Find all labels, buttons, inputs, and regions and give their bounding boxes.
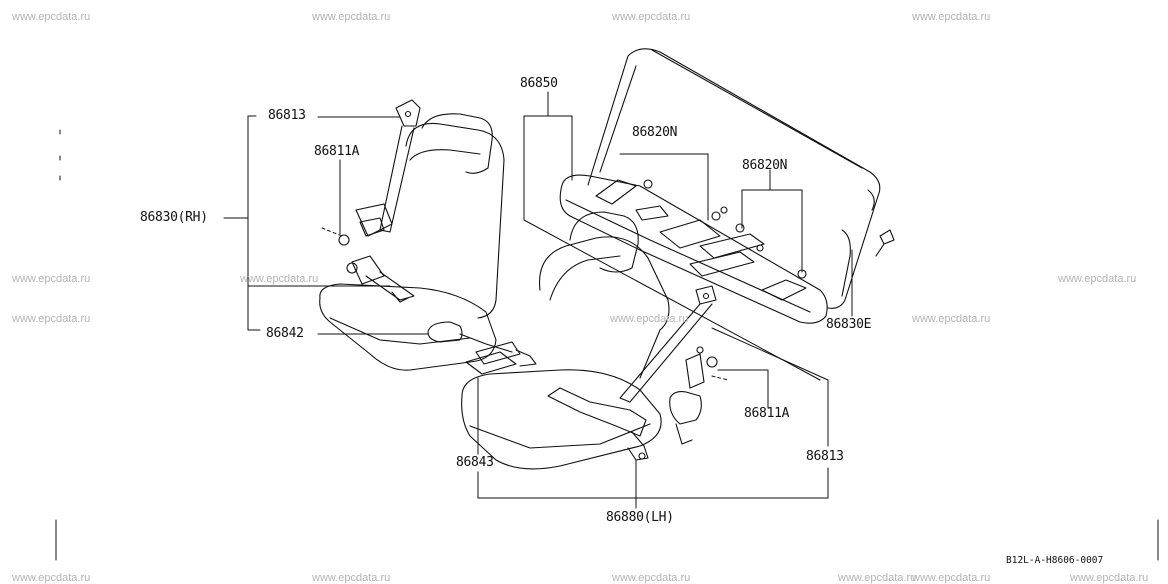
watermark: www.epcdata.ru: [838, 572, 917, 584]
part-label-86850[interactable]: 86850: [520, 76, 558, 91]
watermark: www.epcdata.ru: [1070, 572, 1149, 584]
part-label-86811a-bottom[interactable]: 86811A: [744, 406, 790, 421]
watermark: www.epcdata.ru: [912, 313, 991, 325]
lh-seat-belt-assembly: [548, 286, 717, 460]
watermark: www.epcdata.ru: [312, 572, 391, 584]
watermark: www.epcdata.ru: [12, 273, 91, 285]
part-label-86843[interactable]: 86843: [456, 455, 494, 470]
part-label-86830-rh[interactable]: 86830(RH): [140, 210, 208, 225]
part-label-86842[interactable]: 86842: [266, 326, 304, 341]
watermark: www.epcdata.ru: [912, 11, 991, 23]
watermark: www.epcdata.ru: [12, 313, 91, 325]
drawing-code: B12L-A-H8606-0007: [1006, 555, 1104, 566]
part-label-86880-lh[interactable]: 86880(LH): [606, 510, 674, 525]
part-label-86820n-1[interactable]: 86820N: [632, 125, 678, 140]
front-lh-seat: [462, 212, 669, 469]
watermark: www.epcdata.ru: [312, 11, 391, 23]
part-label-86820n-2[interactable]: 86820N: [742, 158, 788, 173]
watermark: www.epcdata.ru: [1058, 273, 1137, 285]
margin-ticks: [56, 130, 1158, 560]
watermark: www.epcdata.ru: [610, 313, 689, 325]
leader-lines: [224, 92, 852, 508]
part-label-86830e[interactable]: 86830E: [826, 317, 872, 332]
part-label-86813-top[interactable]: 86813: [268, 108, 306, 123]
watermark: www.epcdata.ru: [912, 572, 991, 584]
part-label-86811a-top[interactable]: 86811A: [314, 144, 360, 159]
part-label-86813-bottom[interactable]: 86813: [806, 449, 844, 464]
watermark: www.epcdata.ru: [612, 572, 691, 584]
watermark: www.epcdata.ru: [240, 273, 319, 285]
watermark: www.epcdata.ru: [612, 11, 691, 23]
bolt-86830e: [876, 230, 894, 256]
rear-bench-seat: [560, 49, 880, 323]
rh-seat-belt-assembly: [339, 100, 536, 374]
watermark: www.epcdata.ru: [12, 11, 91, 23]
watermark: www.epcdata.ru: [12, 572, 91, 584]
